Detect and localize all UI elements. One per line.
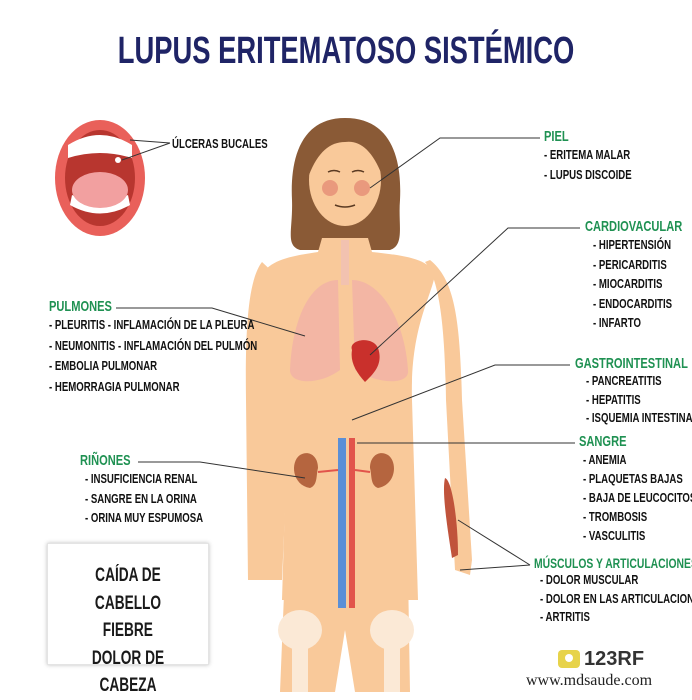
section-gastro: GASTROINTESTINAL - PANCREATITIS - HEPATI… [575, 355, 692, 425]
legs [280, 570, 410, 692]
rash [322, 180, 370, 196]
logo-icon [558, 650, 580, 668]
section-rinones: RIÑONES - INSUFICIENCIA RENAL - SANGRE E… [80, 452, 204, 525]
logo-text: 123RF [584, 648, 645, 670]
bones [278, 610, 414, 692]
right-kidney [370, 453, 394, 488]
hair-top [309, 125, 382, 175]
mouth-illustration [55, 120, 145, 236]
heart [351, 340, 380, 382]
left-arm [245, 262, 292, 580]
mouth-label: ÚLCERAS BUCALES [172, 136, 268, 151]
trachea [341, 240, 349, 285]
left-kidney [294, 453, 318, 488]
torso [262, 238, 435, 600]
section-cardio: CARDIOVACULAR - HIPERTENSIÓN - PERICARDI… [585, 218, 683, 330]
head [309, 134, 381, 226]
section-piel: PIEL - ERITEMA MALAR - LUPUS DISCOIDE [544, 128, 632, 182]
page-title: LUPUS ERITEMATOSO SISTÉMICO [117, 30, 575, 72]
vena-cava [338, 438, 346, 608]
section-musculos: MÚSCULOS Y ARTICULACIONES - DOLOR MUSCUL… [534, 555, 692, 624]
leader-lines [116, 137, 580, 571]
forearm-muscle [443, 478, 458, 558]
source-url: www.mdsaude.com [526, 672, 653, 689]
general-symptoms-box: CAÍDA DE CABELLO FIEBRE DOLOR DE CABEZA [47, 543, 209, 696]
section-pulmones: PULMONES - PLEURITIS - INFLAMACIÓN DE LA… [49, 298, 258, 394]
right-arm [425, 260, 472, 575]
left-lung [290, 280, 340, 382]
aorta [349, 438, 355, 608]
section-sangre: SANGRE - ANEMIA - PLAQUETAS BAJAS - BAJA… [579, 433, 692, 543]
face [327, 169, 365, 208]
